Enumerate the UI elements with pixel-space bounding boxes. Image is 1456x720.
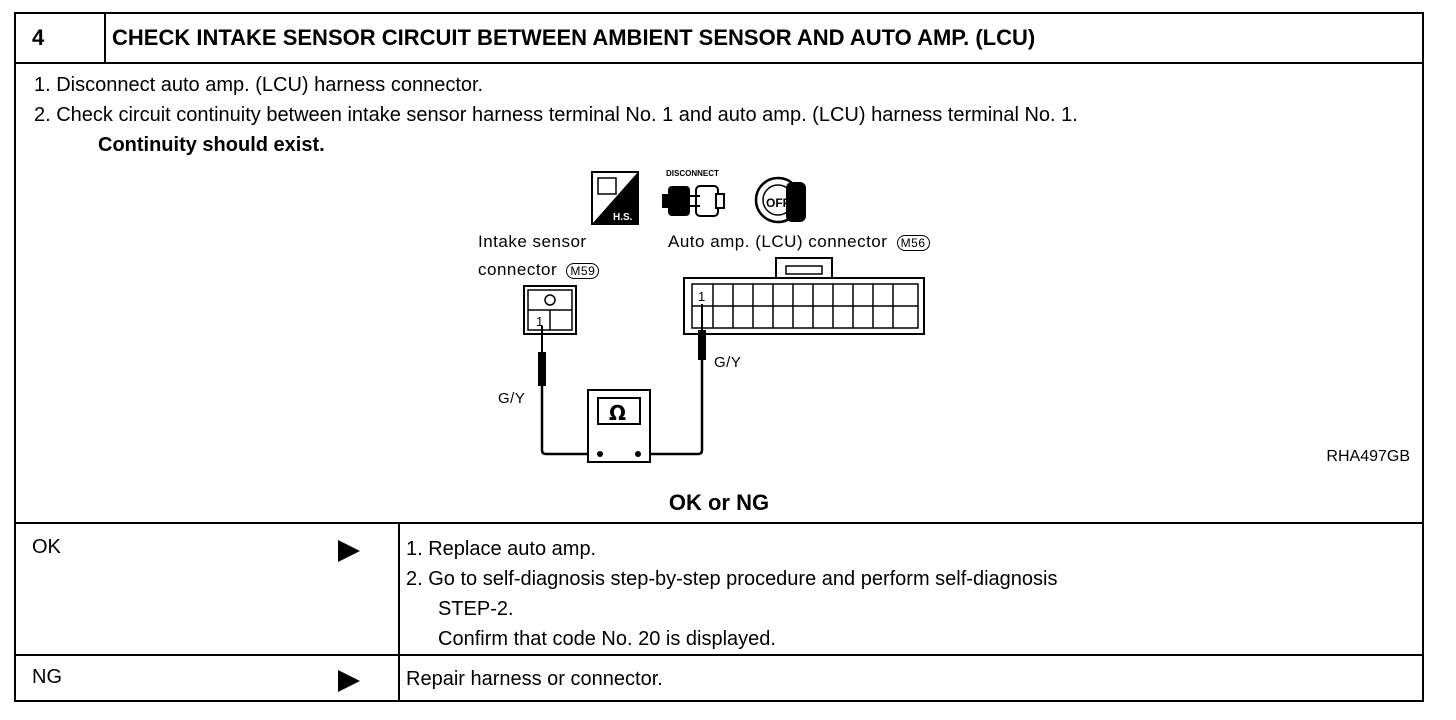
ok-action-2: 2. Go to self-diagnosis step-by-step pro… bbox=[406, 568, 1058, 590]
intake-sensor-connector: 1 bbox=[523, 285, 577, 335]
procedure-box: 4 CHECK INTAKE SENSOR CIRCUIT BETWEEN AM… bbox=[14, 12, 1424, 702]
harness-side-icon: H.S. bbox=[591, 171, 639, 225]
auto-amp-terminal-1: 1 bbox=[698, 289, 705, 304]
auto-amp-connector-label: Auto amp. (LCU) connector bbox=[668, 232, 888, 251]
instruction-list: 1. Disconnect auto amp. (LCU) harness co… bbox=[34, 70, 1078, 160]
wiring-diagram: H.S. DISCONNECT OFF 1 bbox=[523, 169, 925, 463]
instruction-step-1: 1. Disconnect auto amp. (LCU) harness co… bbox=[34, 74, 484, 96]
result-divider bbox=[398, 656, 400, 702]
ok-actions: 1. Replace auto amp. 2. Go to self-diagn… bbox=[406, 534, 1057, 654]
ok-ng-label: OK or NG bbox=[668, 490, 770, 515]
disconnect-text: DISCONNECT bbox=[666, 169, 719, 178]
result-row-ok: OK 1. Replace auto amp. 2. Go to self-di… bbox=[16, 522, 1422, 654]
intake-connector-label: connector bbox=[478, 260, 558, 279]
procedure-header: 4 CHECK INTAKE SENSOR CIRCUIT BETWEEN AM… bbox=[16, 14, 1422, 64]
result-row-ng: NG Repair harness or connector. bbox=[16, 654, 1422, 702]
procedure-title: CHECK INTAKE SENSOR CIRCUIT BETWEEN AMBI… bbox=[112, 25, 1036, 50]
auto-amp-label-row: Auto amp. (LCU) connector M56 bbox=[668, 232, 930, 252]
ignition-off-icon: OFF bbox=[754, 176, 806, 224]
figure-code: RHA497GB bbox=[1326, 448, 1410, 465]
ok-action-1: 1. Replace auto amp. bbox=[406, 538, 597, 560]
arrow-right-icon bbox=[338, 670, 360, 692]
intake-connector-label-row: connector M59 bbox=[478, 260, 600, 280]
step-number: 4 bbox=[16, 14, 106, 62]
disconnect-icon: DISCONNECT bbox=[662, 169, 725, 217]
wire-color-left: G/Y bbox=[498, 390, 526, 407]
auto-amp-connector: 1 bbox=[683, 257, 925, 335]
continuity-note: Continuity should exist. bbox=[98, 134, 325, 156]
key-off-text: OFF bbox=[766, 196, 790, 210]
instruction-step-2: 2. Check circuit continuity between inta… bbox=[34, 104, 1078, 126]
wire-color-right: G/Y bbox=[714, 354, 742, 371]
auto-amp-connector-id: M56 bbox=[896, 235, 930, 251]
result-divider bbox=[398, 524, 400, 654]
ok-label: OK bbox=[32, 536, 61, 558]
tester-leads bbox=[538, 304, 706, 456]
arrow-right-icon bbox=[338, 540, 360, 562]
ohmmeter: Ω bbox=[587, 389, 651, 463]
intake-terminal-1: 1 bbox=[536, 314, 543, 329]
ok-action-confirm: Confirm that code No. 20 is displayed. bbox=[438, 628, 776, 650]
ohm-symbol: Ω bbox=[609, 401, 626, 425]
ng-action: Repair harness or connector. bbox=[406, 668, 663, 690]
intake-connector-id: M59 bbox=[566, 263, 600, 279]
hs-text: H.S. bbox=[613, 212, 633, 223]
ok-action-2-cont: STEP-2. bbox=[438, 598, 514, 620]
intake-sensor-label: Intake sensor bbox=[478, 232, 587, 251]
ng-label: NG bbox=[32, 666, 62, 688]
